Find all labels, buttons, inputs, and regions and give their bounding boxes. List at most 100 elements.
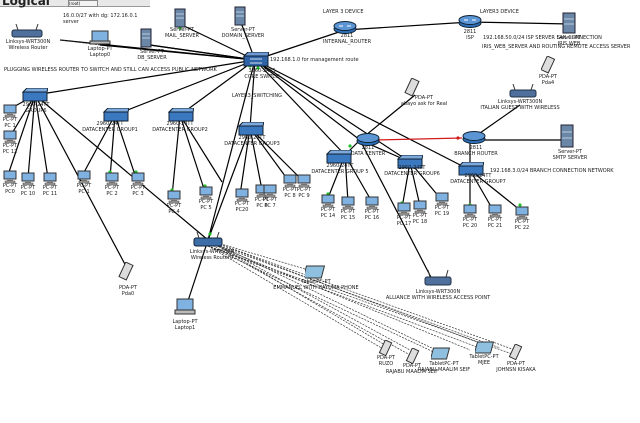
pc-icon[interactable] bbox=[282, 174, 298, 188]
pc-label: PC-PT PC 21 bbox=[487, 217, 503, 229]
alliance-wap-label: Linksys-WRT300N ALLIANCE WITH WIRELESS A… bbox=[385, 289, 491, 301]
server-icon[interactable] bbox=[560, 124, 574, 148]
pc-icon[interactable] bbox=[340, 196, 356, 210]
server-icon[interactable] bbox=[174, 8, 186, 28]
db-server-label: Server-PT DB_SERVER bbox=[137, 49, 167, 61]
router-icon[interactable] bbox=[356, 132, 380, 146]
switch-icon[interactable] bbox=[326, 150, 352, 164]
laptop0-label: Laptop-PT Laptop0 bbox=[87, 46, 113, 58]
wireless-router-icon[interactable] bbox=[423, 270, 453, 286]
pc-label: PC-PT PC 11 bbox=[42, 185, 58, 197]
pda-rajabu-label: PDA-PT RAJABU MAALIM SEIF bbox=[385, 363, 439, 375]
layer3-switching-note: LAYER3_SWITCHING bbox=[232, 93, 282, 99]
iris-note: IRIS_WEB_SERVER AND ROUTING REMOTE ACCES… bbox=[482, 44, 631, 50]
pc-icon[interactable] bbox=[2, 104, 18, 118]
switch-group5-label: 2960-24TT DATACENTER GROUP 5 bbox=[311, 163, 369, 175]
tablet-icon[interactable] bbox=[475, 340, 497, 356]
pc-icon[interactable] bbox=[42, 172, 58, 186]
pc-icon[interactable] bbox=[2, 170, 18, 184]
pc-label: PC-PT PC 19 bbox=[434, 205, 450, 217]
server-icon[interactable] bbox=[562, 12, 576, 34]
isp-label: 2811 ISP bbox=[463, 29, 477, 41]
pda-icon[interactable] bbox=[378, 340, 394, 358]
core-switch-icon[interactable] bbox=[243, 52, 269, 68]
switch-group2-label: 2960-24TT DATACENTER GROUP2 bbox=[152, 121, 208, 133]
pc-icon[interactable] bbox=[412, 200, 428, 214]
pc-icon[interactable] bbox=[320, 194, 336, 208]
switch-icon[interactable] bbox=[22, 88, 48, 102]
router-icon[interactable] bbox=[458, 14, 482, 28]
workspace-title: Logical bbox=[2, 0, 50, 8]
pda0-label: PDA-PT Pda0 bbox=[119, 285, 137, 297]
laptop-icon[interactable] bbox=[174, 298, 196, 316]
pc-label: PC-PT PC20 bbox=[234, 201, 250, 213]
pc-icon[interactable] bbox=[514, 206, 530, 220]
pc-label: PC-PT PC 6 bbox=[254, 197, 270, 209]
layer3-device-note: LAYER 3 DEVICE bbox=[323, 9, 364, 15]
pc-label: PC-PT PC 3 bbox=[130, 185, 146, 197]
server-icon[interactable] bbox=[234, 6, 246, 26]
pc-label: PC-PT PC 1 bbox=[76, 183, 92, 195]
pc-label: PC-PT PC 5 bbox=[198, 199, 214, 211]
pda4-label: PDA-PT Pda4 bbox=[539, 74, 557, 86]
mail-server-label: Server-PT MAIL_SERVER bbox=[164, 27, 200, 39]
tablet-icon[interactable] bbox=[305, 264, 327, 280]
branch-note: 192.168.3.0/24 BRANCH CONNECTION NETWORK bbox=[490, 168, 614, 174]
pc-icon[interactable] bbox=[487, 204, 503, 218]
branch-router-label: 2811 BRANCH ROUTER bbox=[454, 145, 498, 157]
pc-icon[interactable] bbox=[296, 174, 312, 188]
pc-icon[interactable] bbox=[462, 204, 478, 218]
pc-label: PC-PT PC 15 bbox=[340, 209, 356, 221]
server-icon[interactable] bbox=[140, 28, 152, 48]
wireless-router-icon[interactable] bbox=[10, 24, 44, 38]
pda-icon[interactable] bbox=[405, 348, 421, 366]
pc-icon[interactable] bbox=[262, 184, 278, 198]
switch-icon[interactable] bbox=[238, 122, 264, 136]
pc-label: PC-PT PC 17 bbox=[396, 215, 412, 227]
router-icon[interactable] bbox=[462, 130, 486, 144]
pc-icon[interactable] bbox=[2, 130, 18, 144]
pda-ruzo-label: PDA-PT RUZO bbox=[377, 355, 395, 367]
switch-icon[interactable] bbox=[103, 108, 129, 122]
pc-icon[interactable] bbox=[166, 190, 182, 204]
tablet-emmanuel-label: TabletPC-PT EMMANUEL WITH HAYUMA PHONE bbox=[273, 279, 359, 291]
wireless-router-icon[interactable] bbox=[508, 84, 538, 98]
pc-label: PC-PT PC 14 bbox=[320, 207, 336, 219]
pc-icon[interactable] bbox=[396, 202, 412, 216]
flooding-note: PLUGGING WIRELESS ROUTER TO SWITCH AND S… bbox=[4, 67, 217, 73]
pda-abayo-label: PDA-PT abayo ask for Real bbox=[400, 95, 448, 107]
pc-label: PC-PT PC 16 bbox=[364, 209, 380, 221]
switch-group1-label: 2960-24TT DATACENTER GROUP1 bbox=[82, 121, 138, 133]
switch-group7-label: 2960-24TT DATACENTER GROUP7 bbox=[450, 173, 506, 185]
tablet-mjee-label: TabletPC-PT MJEE bbox=[469, 354, 499, 366]
pc-icon[interactable] bbox=[234, 188, 250, 202]
pc-icon[interactable] bbox=[76, 170, 92, 184]
pc-label: PC-PT PC0 bbox=[2, 183, 18, 195]
pc-icon[interactable] bbox=[434, 192, 450, 206]
tablet-rajabu-label: TabletPC-PT RAJABU MAALIM SEIF bbox=[417, 361, 471, 373]
pc-icon[interactable] bbox=[20, 172, 36, 186]
wireless-router-icon[interactable] bbox=[192, 232, 224, 248]
pc-icon[interactable] bbox=[104, 172, 120, 186]
pc-label: PC-PT PC 18 bbox=[412, 213, 428, 225]
pc-icon[interactable] bbox=[364, 196, 380, 210]
switch-icon[interactable] bbox=[168, 108, 194, 122]
root-cluster-button[interactable]: (root) bbox=[68, 0, 98, 7]
pda-icon[interactable] bbox=[404, 78, 420, 98]
mgmt-note: 192.168.1.0 for management route bbox=[270, 57, 359, 63]
router-icon[interactable] bbox=[333, 20, 357, 34]
pda-icon[interactable] bbox=[118, 262, 134, 282]
switch-icon[interactable] bbox=[397, 155, 423, 169]
laptop-icon[interactable] bbox=[89, 30, 111, 46]
switch-icon[interactable] bbox=[458, 162, 484, 176]
pc-label: PC-PT PC 9 bbox=[296, 187, 312, 199]
pda-icon[interactable] bbox=[508, 344, 524, 362]
pc-icon[interactable] bbox=[130, 172, 146, 186]
tablet-icon[interactable] bbox=[431, 346, 453, 362]
core-switch-label: 3560-24PS CORE SWITCH bbox=[244, 68, 280, 80]
pc-icon[interactable] bbox=[198, 186, 214, 200]
pc-label: PC-PT PC 7 bbox=[262, 197, 278, 209]
switch-group3-label: 2960-24TT DATACENTER GROUP3 bbox=[224, 135, 280, 147]
pda-icon[interactable] bbox=[541, 56, 555, 74]
